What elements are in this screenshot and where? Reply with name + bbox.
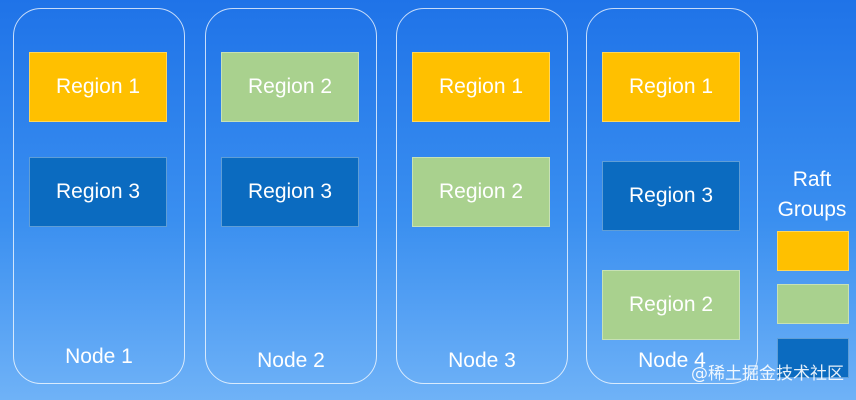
region-label: Region 1 (438, 75, 524, 98)
node-1-container: Region 1 Region 3 Node 1 (13, 8, 185, 384)
node-3-container: Region 1 Region 2 Node 3 (396, 8, 568, 384)
node-2-region-3-block: Region 3 (221, 157, 359, 227)
node-4-region-1-block: Region 1 (602, 52, 740, 122)
legend-title: Raft Groups (770, 165, 854, 225)
region-label: Region 2 (438, 180, 524, 203)
node-4-region-3-block: Region 3 (602, 161, 740, 231)
region-label: Region 3 (628, 184, 714, 207)
node-1-region-3-block: Region 3 (29, 157, 167, 227)
region-label: Region 1 (55, 75, 141, 98)
legend-swatch-region-3 (777, 338, 849, 378)
region-label: Region 1 (628, 75, 714, 98)
node-3-label: Node 3 (448, 349, 516, 372)
node-2-container: Region 2 Region 3 Node 2 (205, 8, 377, 384)
region-label: Region 2 (247, 75, 333, 98)
watermark: @稀土掘金技术社区 (691, 364, 844, 384)
legend-title-line-1: Raft (792, 168, 832, 191)
node-4-container: Region 1 Region 3 Region 2 Node 4 (586, 8, 758, 384)
region-label: Region 2 (628, 293, 714, 316)
legend-swatch-region-1 (777, 231, 849, 271)
legend-title-line-2: Groups (777, 198, 847, 221)
node-4-region-2-block: Region 2 (602, 270, 740, 340)
node-3-region-2-block: Region 2 (412, 157, 550, 227)
node-1-region-1-block: Region 1 (29, 52, 167, 122)
node-3-region-1-block: Region 1 (412, 52, 550, 122)
node-2-label: Node 2 (257, 349, 325, 372)
node-4-label: Node 4 (638, 349, 706, 372)
node-1-label: Node 1 (65, 345, 133, 368)
node-2-region-2-block: Region 2 (221, 52, 359, 122)
legend-swatch-region-2 (777, 284, 849, 324)
region-label: Region 3 (247, 180, 333, 203)
region-label: Region 3 (55, 180, 141, 203)
